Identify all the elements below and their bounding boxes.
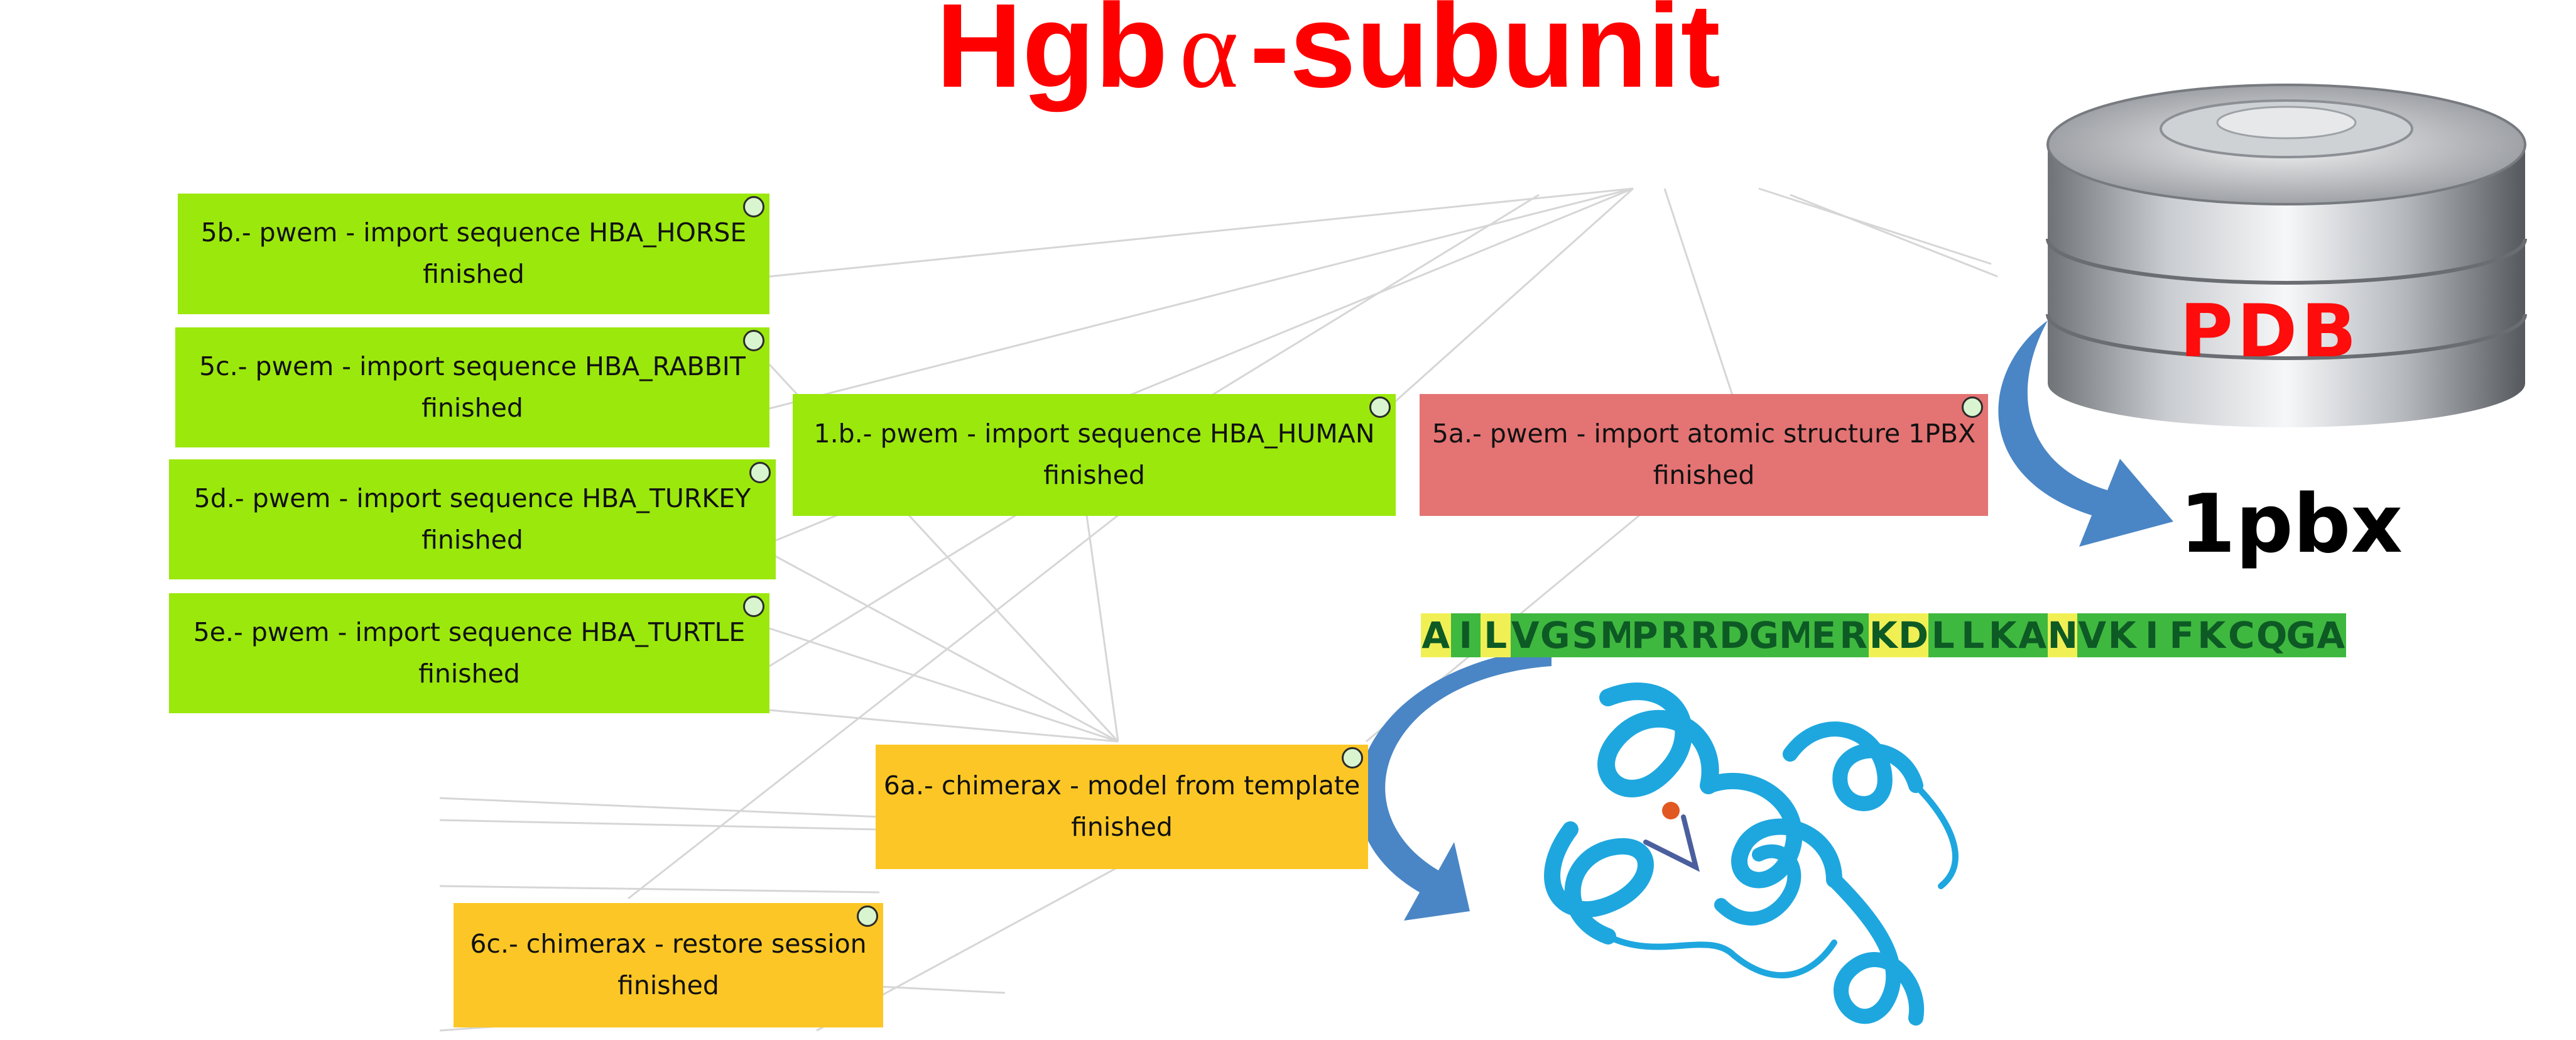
sequence-residue: K	[1868, 613, 1898, 657]
sequence-residue: L	[1928, 613, 1958, 657]
status-indicator-icon	[743, 330, 764, 351]
curved-arrow-down	[1998, 320, 2173, 547]
sequence-residue: V	[1510, 613, 1540, 657]
pdb-entry-id: 1pbx	[2180, 478, 2403, 571]
node-label: 5a.- pwem - import atomic structure 1PBX	[1432, 419, 1976, 449]
node-label: 6c.- chimerax - restore session	[470, 929, 867, 960]
sequence-residue: Q	[2256, 613, 2288, 657]
node-5b-import-hba-horse[interactable]: 5b.- pwem - import sequence HBA_HORSE fi…	[178, 194, 769, 314]
sequence-residue: V	[2077, 613, 2107, 657]
node-5c-import-hba-rabbit[interactable]: 5c.- pwem - import sequence HBA_RABBIT f…	[175, 327, 769, 447]
sequence-residue: R	[1660, 613, 1690, 657]
sequence-residue: P	[1629, 613, 1660, 657]
sequence-residue: A	[2018, 613, 2048, 657]
node-label: 5e.- pwem - import sequence HBA_TURTLE	[193, 616, 746, 647]
pdb-database-icon	[2046, 84, 2527, 427]
status-indicator-icon	[1962, 397, 1983, 418]
status-indicator-icon	[1342, 747, 1363, 769]
sequence-residue: S	[1570, 613, 1600, 657]
node-6c-restore-session[interactable]: 6c.- chimerax - restore session finished	[454, 903, 883, 1027]
sequence-residue: I	[1450, 613, 1481, 657]
status-indicator-icon	[857, 906, 878, 927]
sequence-residue: A	[1421, 613, 1451, 657]
sequence-residue: K	[1987, 613, 2018, 657]
sequence-residue: F	[2166, 613, 2197, 657]
sequence-residue: G	[1540, 613, 1570, 657]
sequence-residue: C	[2226, 613, 2256, 657]
node-status: finished	[1043, 460, 1145, 490]
sequence-residue: K	[2197, 613, 2227, 657]
sequence-residue: D	[1898, 613, 1929, 657]
status-indicator-icon	[1369, 397, 1391, 418]
sequence-residue: M	[1779, 613, 1815, 657]
node-5d-import-hba-turkey[interactable]: 5d.- pwem - import sequence HBA_TURKEY f…	[169, 459, 776, 579]
sequence-residue: R	[1839, 613, 1869, 657]
node-1b-import-hba-human[interactable]: 1.b.- pwem - import sequence HBA_HUMAN f…	[793, 394, 1396, 516]
sequence-residue: K	[2107, 613, 2137, 657]
node-status: finished	[423, 259, 524, 289]
title-greek-alpha: α	[1179, 0, 1239, 111]
title-suffix: -subunit	[1249, 0, 1720, 112]
node-label: 6a.- chimerax - model from template	[883, 770, 1361, 801]
sequence-residue: N	[2047, 613, 2079, 657]
sequence-residue: I	[2137, 613, 2167, 657]
node-status: finished	[418, 658, 520, 689]
status-indicator-icon	[743, 196, 764, 217]
node-label: 5d.- pwem - import sequence HBA_TURKEY	[193, 483, 751, 513]
sequence-residue: D	[1719, 613, 1750, 657]
node-status: finished	[617, 970, 719, 1000]
node-status: finished	[1071, 812, 1173, 842]
curved-arrow-left	[1357, 647, 1552, 921]
node-label: 1.b.- pwem - import sequence HBA_HUMAN	[813, 419, 1375, 449]
node-5e-import-hba-turtle[interactable]: 5e.- pwem - import sequence HBA_TURTLE f…	[169, 593, 769, 713]
title-prefix: Hgb	[936, 0, 1168, 112]
pdb-label: PDB	[2180, 289, 2361, 374]
protein-structure-icon	[1544, 682, 1959, 1026]
node-status: finished	[421, 524, 523, 555]
status-indicator-icon	[749, 462, 771, 483]
node-6a-model-from-template[interactable]: 6a.- chimerax - model from template fini…	[876, 745, 1368, 869]
node-status: finished	[1653, 460, 1755, 490]
node-label: 5b.- pwem - import sequence HBA_HORSE	[200, 217, 747, 248]
node-status: finished	[421, 392, 523, 423]
sequence-residue: G	[2286, 613, 2317, 657]
sequence-residue: A	[2316, 613, 2346, 657]
sequence-residue: G	[1749, 613, 1780, 657]
sequence-residue: L	[1481, 613, 1511, 657]
status-indicator-icon	[743, 596, 764, 617]
sequence-residue: M	[1600, 613, 1636, 657]
node-5a-import-atomic-structure-1pbx[interactable]: 5a.- pwem - import atomic structure 1PBX…	[1420, 394, 1988, 516]
sequence-residue: E	[1808, 613, 1839, 657]
sequence-residue: R	[1689, 613, 1719, 657]
node-label: 5c.- pwem - import sequence HBA_RABBIT	[199, 351, 746, 381]
sequence-residue: L	[1958, 613, 1988, 657]
